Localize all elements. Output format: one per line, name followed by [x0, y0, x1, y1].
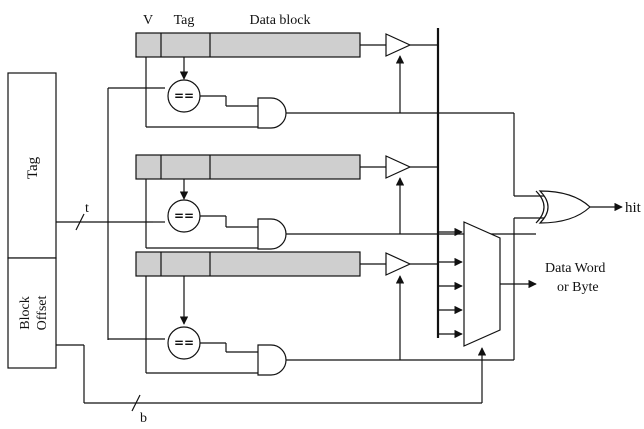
offset-bus: b: [56, 344, 487, 426]
svg-text:==: ==: [174, 209, 194, 223]
output-multiplexer: Data Word or Byte: [463, 221, 605, 347]
cache-way-3: ==: [135, 218, 515, 376]
tag-bus: t: [56, 87, 165, 340]
tag-column-label: Tag: [174, 13, 195, 28]
offset-label: Offset: [35, 296, 50, 331]
hit-or-gate: hit: [513, 190, 642, 224]
v-label: V: [143, 13, 153, 28]
block-label: Block: [18, 296, 33, 329]
data-block-label: Data block: [249, 13, 310, 28]
svg-text:==: ==: [174, 89, 194, 103]
b-width-label: b: [140, 411, 147, 426]
svg-text:==: ==: [174, 336, 194, 350]
data-bus: [436, 28, 463, 339]
address-register: Tag Block Offset: [7, 72, 57, 369]
data-word-label: Data Word: [545, 261, 605, 276]
t-width-label: t: [85, 201, 89, 216]
address-tag-label: Tag: [25, 156, 41, 179]
or-byte-label: or Byte: [557, 280, 599, 295]
cache-way-1: ==: [135, 32, 515, 190]
hit-label: hit: [625, 200, 642, 216]
cache-way-2: ==: [135, 154, 536, 250]
